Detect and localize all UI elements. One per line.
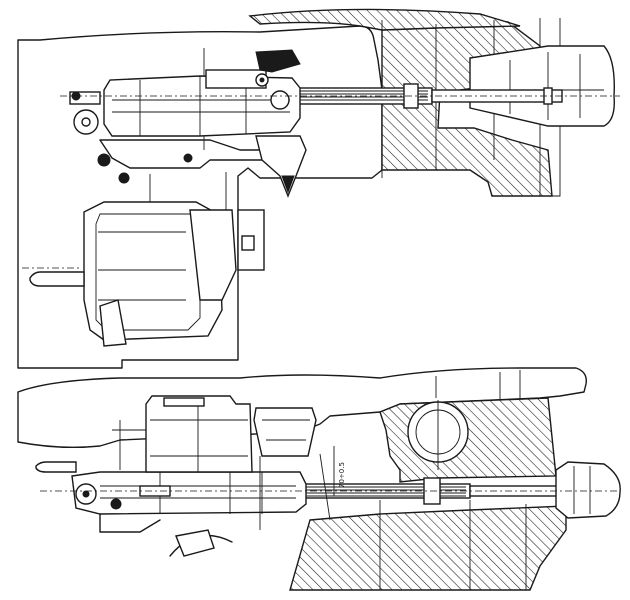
flash-hider-grooves xyxy=(509,52,604,120)
cradle-lines xyxy=(262,419,310,441)
side-mantlet xyxy=(379,397,557,483)
ammo-box-ribs xyxy=(98,231,186,301)
side-grip-knob xyxy=(110,498,122,510)
side-rear-rod xyxy=(35,461,77,473)
top-view xyxy=(17,8,620,369)
trigger-knob xyxy=(97,153,111,167)
pivot-screw xyxy=(183,153,193,163)
barrel-cooling-fins xyxy=(296,90,428,101)
ammo-box-base xyxy=(149,172,227,210)
lower-armor-lines xyxy=(379,500,527,590)
elevation-arm xyxy=(255,135,307,198)
cradle-housing xyxy=(253,407,317,457)
rear-handle-hub xyxy=(81,117,91,127)
side-frame xyxy=(112,420,331,530)
side-barrel-fins xyxy=(304,486,466,497)
side-trigger-grip xyxy=(175,529,215,557)
ammo-feed-pipe xyxy=(29,271,85,287)
hull-top-detail xyxy=(435,370,521,400)
dimension-annotation: 70÷0.5 xyxy=(338,462,346,488)
side-ammo-box xyxy=(145,395,253,473)
sight-knob-center xyxy=(259,77,265,83)
lower-linkage xyxy=(99,139,301,169)
hull-outline xyxy=(17,367,587,449)
mantlet-top-hatch xyxy=(248,8,521,31)
side-flash-hider xyxy=(555,461,621,519)
flash-hider xyxy=(469,45,615,127)
ammo-box-clamp xyxy=(189,209,237,301)
sight-block xyxy=(255,49,301,73)
side-view: 70÷0.5 xyxy=(17,367,621,591)
trigger-knob-2 xyxy=(118,172,130,184)
side-flash-grooves xyxy=(573,466,591,514)
side-receiver xyxy=(71,471,307,515)
side-ammo-ribs xyxy=(150,404,248,472)
side-ammo-lid xyxy=(163,397,205,407)
side-rear-knob-center xyxy=(82,490,90,498)
side-mount-knob xyxy=(241,235,255,251)
receiver-details xyxy=(112,76,290,136)
side-lower-bracket xyxy=(99,513,161,533)
lower-armor xyxy=(289,505,567,591)
receiver-body xyxy=(103,75,301,137)
elevation-tip xyxy=(281,175,295,194)
ammo-latch xyxy=(99,299,127,347)
gear-wheel xyxy=(270,90,290,110)
